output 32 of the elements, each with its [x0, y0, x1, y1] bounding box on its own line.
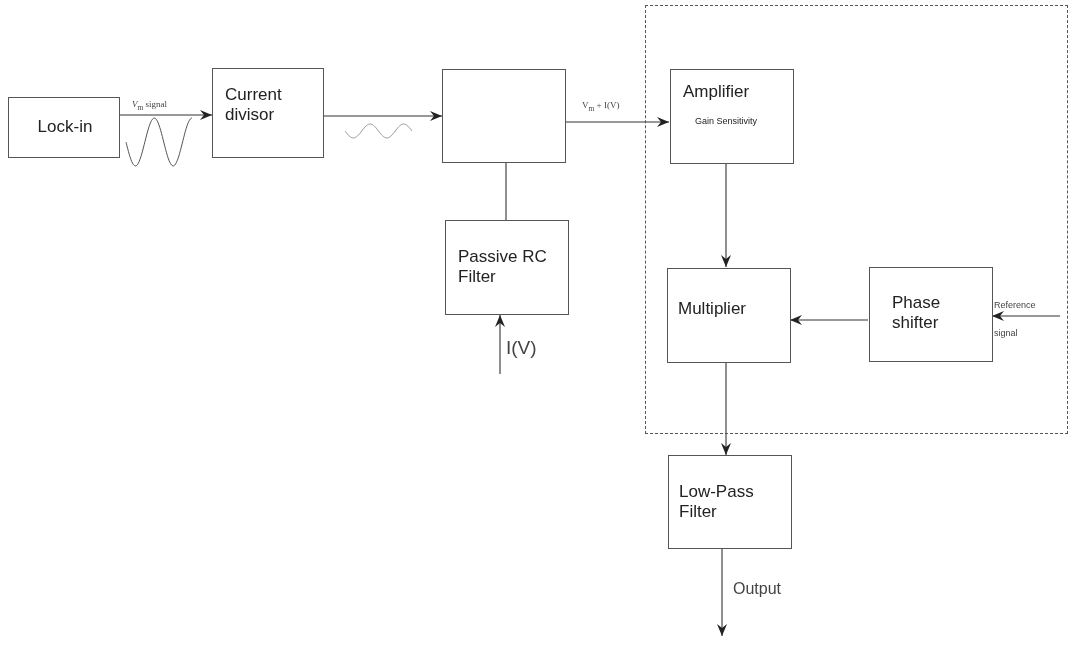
block-label: Phase shifter	[892, 293, 942, 333]
process-block	[668, 455, 792, 549]
edge-label: Output	[733, 580, 782, 598]
arrow	[323, 111, 443, 121]
process-block	[667, 268, 791, 363]
process-block	[869, 267, 993, 362]
block-label: Lock-in	[36, 117, 94, 137]
arrow	[119, 110, 213, 120]
block-label: Current divisor	[225, 85, 283, 125]
process-block	[670, 69, 794, 164]
edge-label: V$_{m}$ signal	[132, 100, 168, 113]
empty-block	[442, 69, 566, 163]
arrow	[789, 315, 869, 325]
arrow	[495, 314, 505, 375]
block-label: Amplifier	[683, 82, 751, 102]
block-label: Multiplier	[678, 299, 748, 319]
block-label: Passive RC Filter	[458, 247, 548, 287]
arrow	[991, 311, 1061, 321]
arrow	[717, 548, 727, 637]
connector-line	[505, 162, 507, 221]
edge-label: Reference signal	[994, 299, 1037, 340]
edge-label: V$_{m}$ + I(V)	[582, 101, 620, 114]
process-block	[445, 220, 569, 315]
block-label: Low-Pass Filter	[679, 482, 755, 522]
edge-label: I(V)	[506, 338, 537, 359]
block-subtitle: Gain Sensitivity	[695, 116, 759, 127]
process-block	[8, 97, 120, 158]
arrow	[721, 361, 731, 456]
arrow	[565, 117, 670, 127]
process-block	[212, 68, 324, 158]
arrow	[721, 162, 731, 268]
dashed-group-boundary	[645, 5, 1068, 434]
